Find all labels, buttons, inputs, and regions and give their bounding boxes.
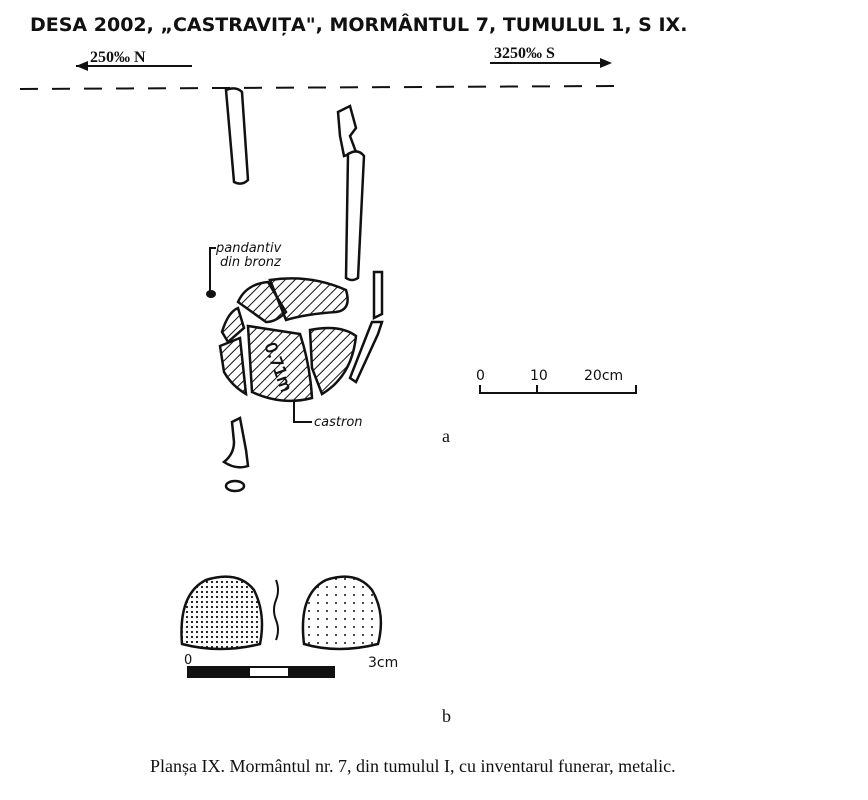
pendant-drawing <box>180 575 383 651</box>
datum-line <box>19 85 616 90</box>
plate-title: DESA 2002, „CASTRAVIȚA", MORMÂNTUL 7, TU… <box>30 13 687 36</box>
svg-text:castron: castron <box>314 415 363 430</box>
svg-text:3250‰ S: 3250‰ S <box>494 45 555 62</box>
bowl-castron: 0.71m <box>218 277 358 403</box>
svg-text:3cm: 3cm <box>368 655 398 671</box>
pendant-label: pandantiv din bronz <box>206 241 282 298</box>
direction-north: 250‰ N <box>76 49 192 71</box>
direction-south: 3250‰ S <box>490 45 612 68</box>
svg-text:10: 10 <box>530 368 548 384</box>
scale-bar-a: 0 10 20cm <box>476 368 637 394</box>
plate-caption: Planșa IX. Mormântul nr. 7, din tumulul … <box>150 756 676 776</box>
bowl-label: castron <box>293 400 363 430</box>
svg-text:0: 0 <box>476 368 485 384</box>
bones <box>221 87 384 493</box>
pendant-marker <box>206 290 216 298</box>
figure-label-b: b <box>442 706 451 726</box>
svg-text:din bronz: din bronz <box>220 255 282 270</box>
svg-text:20cm: 20cm <box>584 368 623 384</box>
arrow-right-icon <box>600 58 612 68</box>
svg-text:250‰ N: 250‰ N <box>90 49 146 66</box>
figure-label-a: a <box>442 426 450 446</box>
scale-bar-b: 0 3cm <box>184 653 398 678</box>
svg-text:pandantiv: pandantiv <box>215 241 282 256</box>
svg-text:0: 0 <box>184 653 192 668</box>
arrow-left-icon <box>76 61 88 71</box>
